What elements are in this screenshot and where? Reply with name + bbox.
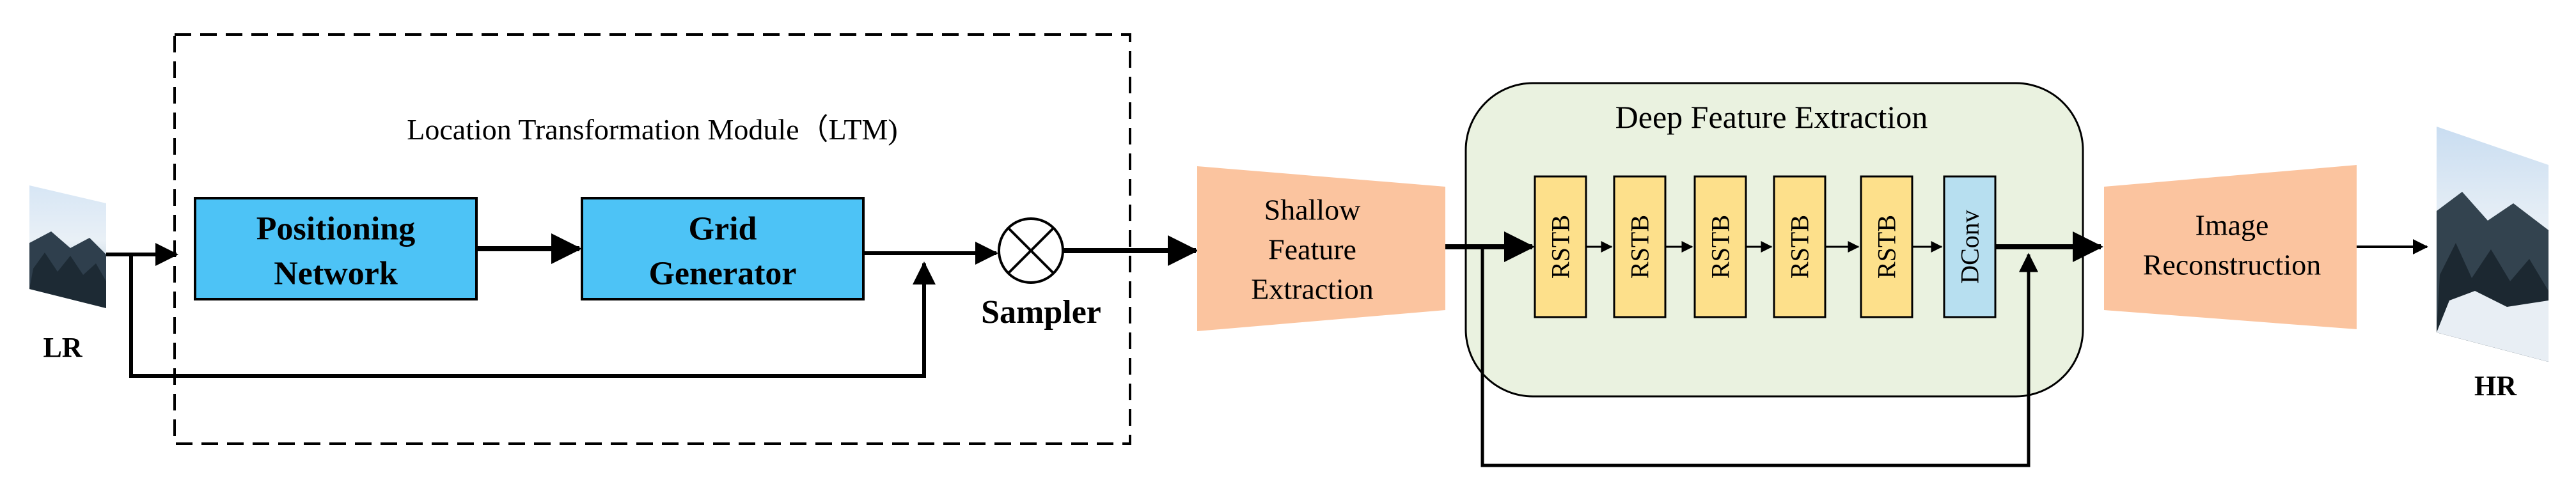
grid-generator-box: Grid Generator (581, 197, 865, 300)
shallow-line3: Extraction (1251, 273, 1374, 306)
positioning-network-box: Positioning Network (194, 197, 478, 300)
svg-text:RSTB: RSTB (1873, 215, 1901, 279)
deep-title: Deep Feature Extraction (1615, 99, 1928, 135)
svg-text:RSTB: RSTB (1706, 215, 1735, 279)
rstb-block: RSTB (1773, 175, 1826, 318)
rstb-block: RSTB (1693, 175, 1747, 318)
rstb-block: RSTB (1534, 175, 1587, 318)
sampler-symbol (998, 217, 1064, 284)
grid-line1: Grid (689, 211, 757, 247)
lr-label: LR (43, 332, 82, 363)
rstb-block: RSTB (1860, 175, 1913, 318)
shallow-line2: Feature (1268, 233, 1356, 266)
positioning-line2: Network (274, 256, 398, 292)
shallow-line1: Shallow (1264, 194, 1362, 226)
svg-text:RSTB: RSTB (1546, 215, 1575, 279)
recon-line1: Image (2195, 209, 2269, 242)
svg-text:DConv: DConv (1956, 210, 1984, 284)
lr-input-image (29, 185, 106, 308)
ltm-title: Location Transformation Module（LTM) (407, 113, 897, 146)
hr-label: HR (2474, 370, 2517, 401)
deep-connections (1445, 231, 2103, 467)
dconv-block: DConv (1943, 175, 1997, 318)
rstb-block: RSTB (1613, 175, 1667, 318)
recon-line2: Reconstruction (2143, 249, 2321, 281)
image-reconstruction: Image Reconstruction (2104, 165, 2357, 329)
ltm-connections (106, 233, 1198, 378)
positioning-line1: Positioning (256, 211, 416, 247)
shallow-feature-extraction: Shallow Feature Extraction (1197, 166, 1445, 331)
hr-output-image (2437, 127, 2549, 362)
svg-text:RSTB: RSTB (1626, 215, 1654, 279)
svg-text:RSTB: RSTB (1786, 215, 1814, 279)
sampler-label: Sampler (981, 294, 1101, 331)
grid-line2: Generator (648, 256, 796, 292)
ltm-module-border (173, 33, 1131, 445)
